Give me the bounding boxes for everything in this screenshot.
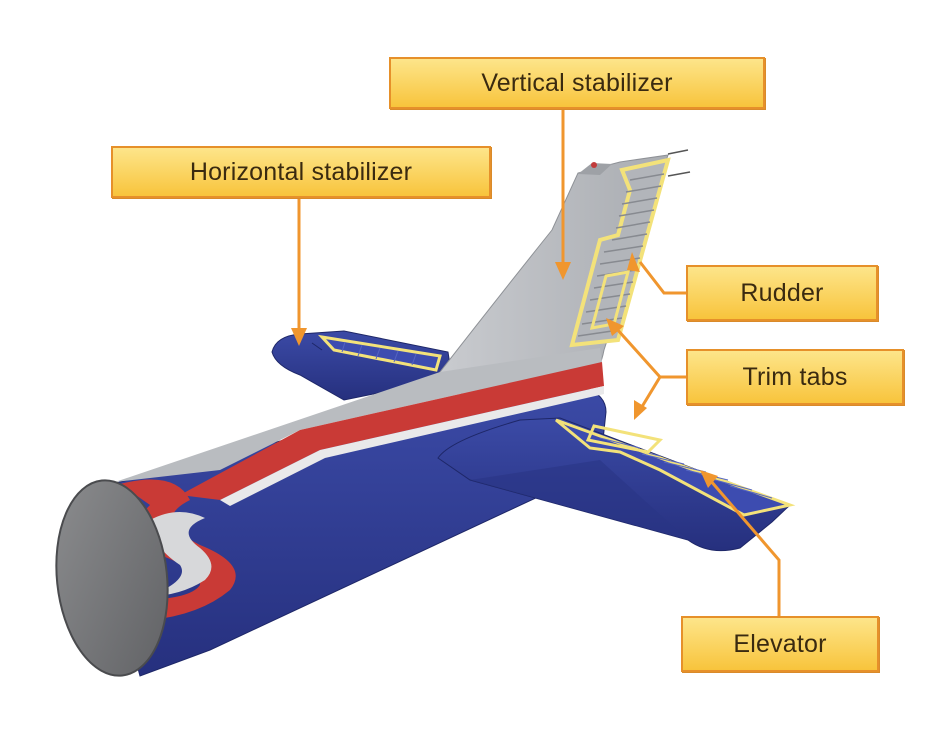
vertical-stabilizer-label: Vertical stabilizer <box>389 57 765 109</box>
elevator <box>555 418 796 517</box>
elevator-trim-tab <box>585 424 664 454</box>
rudder-label: Rudder <box>686 265 878 321</box>
elevator-label: Elevator <box>681 616 879 672</box>
fuselage-cut-section <box>55 479 169 677</box>
arrowheads <box>291 252 718 488</box>
leader-lines <box>297 109 781 616</box>
horizontal-stabilizer-label: Horizontal stabilizer <box>111 146 491 198</box>
fuselage <box>89 348 607 677</box>
right-horizontal-stabilizer <box>437 417 796 552</box>
rudder <box>569 157 671 348</box>
trim-tabs-label: Trim tabs <box>686 349 904 405</box>
